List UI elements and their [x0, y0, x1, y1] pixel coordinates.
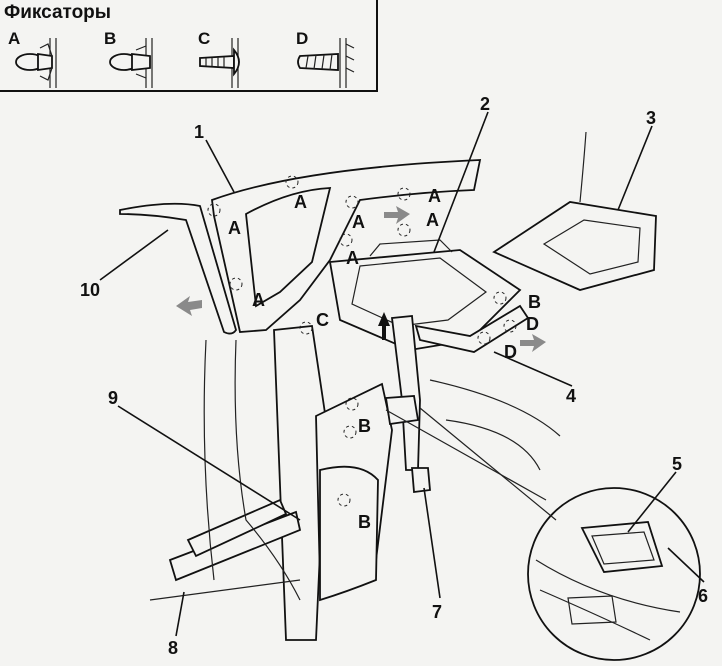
callout-6: 6	[698, 586, 708, 606]
legend-letter-c: C	[198, 29, 210, 48]
fastener-legend-box: Фиксаторы	[0, 0, 378, 92]
direction-arrow-left	[176, 296, 202, 316]
clip-mark: A	[346, 248, 359, 268]
legend-title: Фиксаторы	[4, 2, 112, 23]
clip-mark: D	[526, 314, 539, 334]
direction-arrow-in	[384, 206, 410, 224]
callout-3: 3	[646, 108, 656, 128]
legend-letter-d: D	[296, 29, 308, 48]
clip-mark: B	[528, 292, 541, 312]
callout-8: 8	[168, 638, 178, 658]
callout-1: 1	[194, 122, 204, 142]
fastener-b-icon: B	[104, 29, 153, 88]
callout-4: 4	[566, 386, 576, 406]
fastener-d-icon: D	[296, 29, 355, 88]
callout-9: 9	[108, 388, 118, 408]
clip-mark: A	[352, 212, 365, 232]
fastener-a-icon: A	[8, 29, 57, 88]
clip-mark: A	[426, 210, 439, 230]
clip-mark: A	[428, 186, 441, 206]
callout-7: 7	[432, 602, 442, 622]
clip-mark: A	[294, 192, 307, 212]
clip-mark: A	[228, 218, 241, 238]
legend-letter-b: B	[104, 29, 116, 48]
callout-5: 5	[672, 454, 682, 474]
clip-mark: C	[316, 310, 329, 330]
fastener-c-icon: C	[198, 29, 240, 88]
legend-letter-a: A	[8, 29, 20, 48]
callout-numbers: 1 2 3 4 5 6 7 8 9 10	[80, 94, 708, 658]
trim-assembly-illustration	[119, 131, 701, 661]
callout-2: 2	[480, 94, 490, 114]
clip-mark: D	[504, 342, 517, 362]
direction-arrow-up	[378, 312, 390, 340]
callout-leaders	[99, 111, 705, 637]
callout-10: 10	[80, 280, 100, 300]
direction-arrow-right	[520, 334, 546, 352]
clip-mark: B	[358, 416, 371, 436]
clip-mark: A	[252, 290, 265, 310]
clip-mark: B	[358, 512, 371, 532]
clip-marks: A A A A A A A B D D B B C	[228, 186, 541, 532]
